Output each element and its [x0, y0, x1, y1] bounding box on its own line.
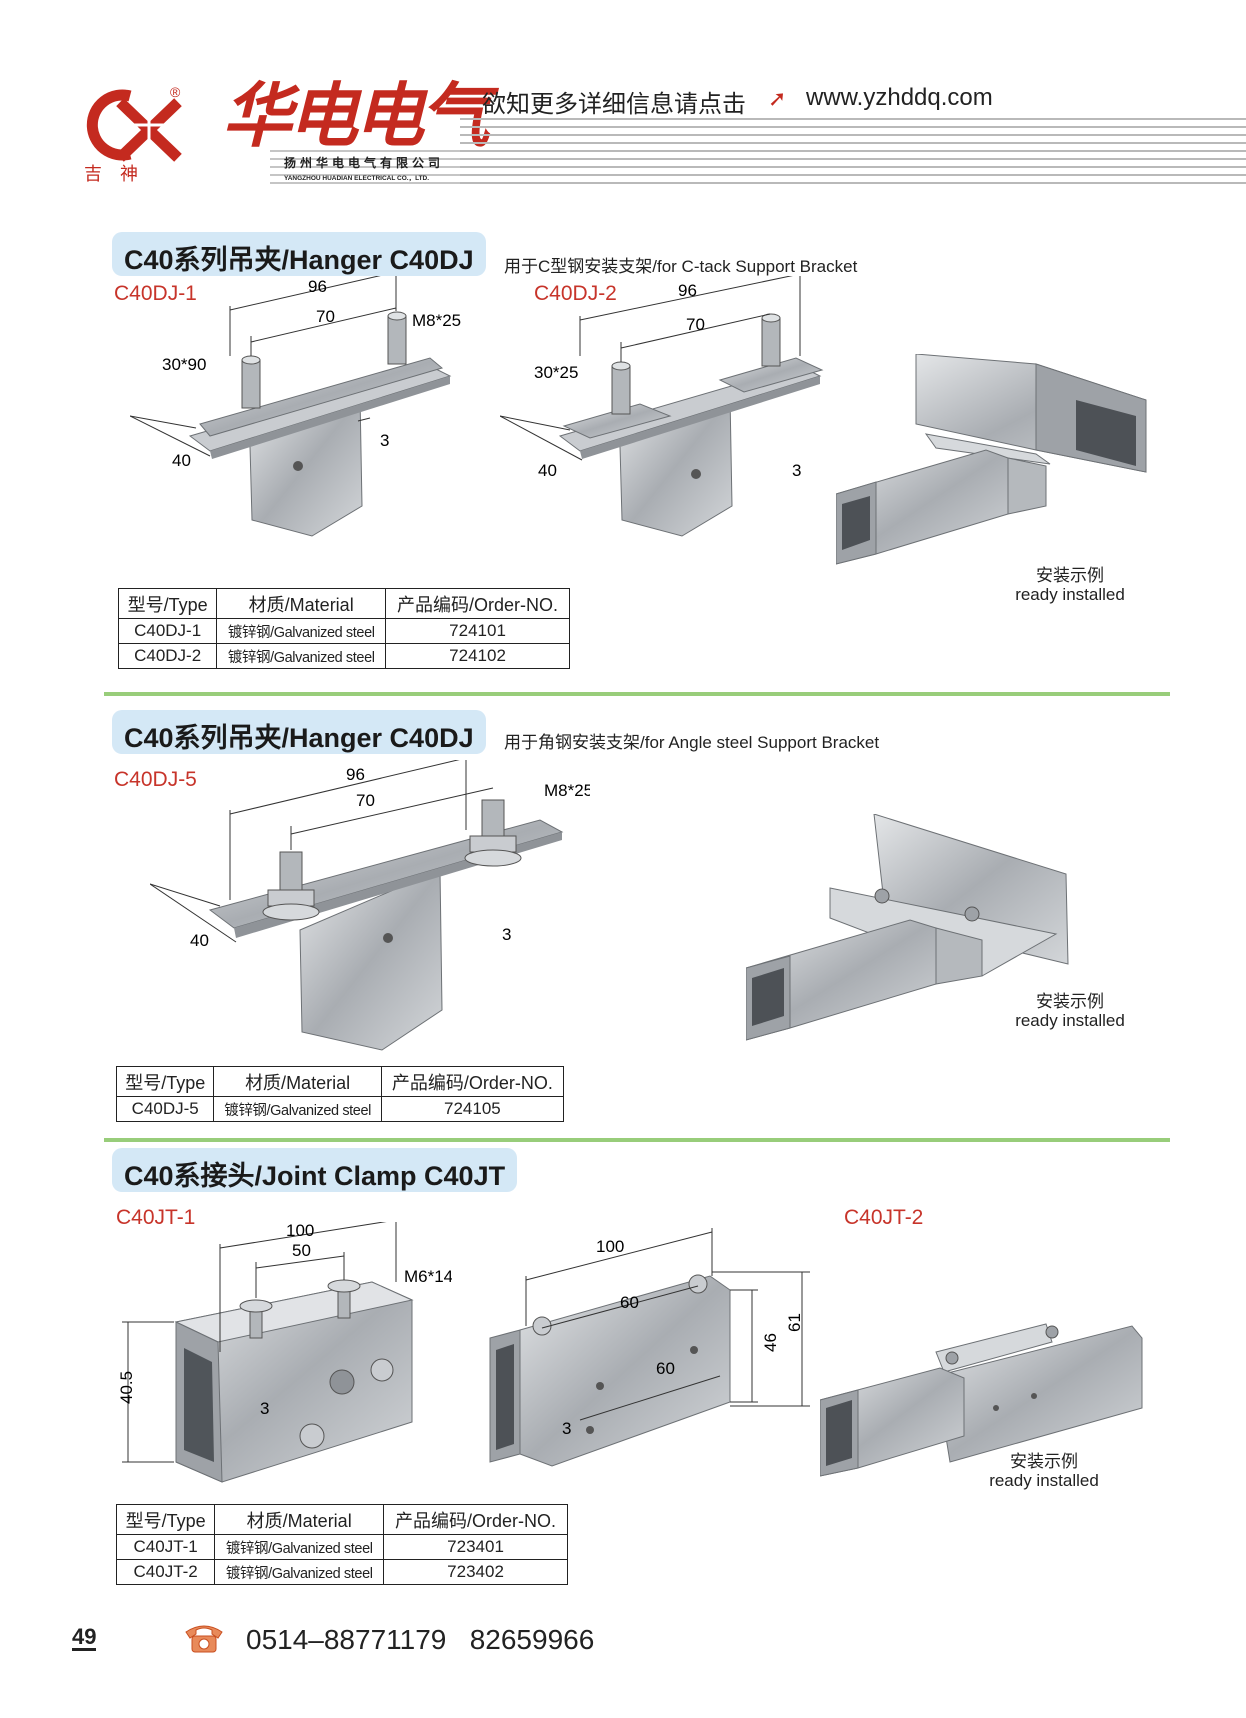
col-order-no: 产品编码/Order-NO. [385, 588, 570, 619]
dim-61: 61 [785, 1313, 804, 1332]
table-row: C40JT-2 镀锌钢/Galvanized steel 723402 [115, 1559, 568, 1585]
website-link[interactable]: www.yzhddq.com [806, 84, 993, 111]
dim-70: 70 [686, 315, 705, 334]
table-header-row: 型号/Type 材质/Material 产品编码/Order-NO. [117, 588, 570, 619]
dim-m8x25: M8*25 [544, 781, 590, 800]
dim-50: 50 [292, 1241, 311, 1260]
table-row: C40DJ-1 镀锌钢/Galvanized steel 724101 [117, 618, 570, 644]
dim-3: 3 [380, 431, 389, 450]
table-header-row: 型号/Type 材质/Material 产品编码/Order-NO. [115, 1066, 565, 1097]
dim-40-5: 40.5 [117, 1371, 136, 1404]
dim-30x25: 30*25 [534, 363, 578, 382]
dim-70: 70 [316, 307, 335, 326]
joint-clamp-c40jt-1-drawing: 100 50 M6*14 40.5 3 [112, 1222, 452, 1492]
hanger-c40dj-1-drawing: 96 70 M8*25 30*90 40 3 [130, 276, 470, 546]
dim-3: 3 [792, 461, 801, 480]
dim-m6x14: M6*14 [404, 1267, 452, 1286]
spec-table-c40jt: 型号/Type 材质/Material 产品编码/Order-NO. C40JT… [115, 1504, 568, 1585]
section-3-title: C40系接头/Joint Clamp C40JT [112, 1148, 518, 1192]
installed-example-image-3 [820, 1298, 1150, 1478]
spec-table-c40dj: 型号/Type 材质/Material 产品编码/Order-NO. C40DJ… [117, 588, 570, 669]
section-1-title: C40系列吊夹/Hanger C40DJ [112, 232, 486, 276]
table-row: C40JT-1 镀锌钢/Galvanized steel 723401 [115, 1534, 568, 1560]
dim-m8x25: M8*25 [412, 311, 461, 330]
registered-mark: ® [170, 84, 181, 100]
dim-96: 96 [308, 277, 327, 296]
installed-caption-2: 安装示例 ready installed [1015, 992, 1125, 1030]
dim-40: 40 [190, 931, 209, 950]
dim-40: 40 [172, 451, 191, 470]
section-divider-2 [104, 1138, 1170, 1142]
phone-1: 0514–88771179 [246, 1624, 447, 1655]
header-info-text: 欲知更多详细信息请点击 [482, 91, 746, 118]
cursor-arrow-icon: ➚ [768, 86, 787, 111]
model-label-c40dj-2: C40DJ-2 [534, 282, 617, 305]
dim-3: 3 [260, 1399, 269, 1418]
joint-clamp-c40jt-2-drawing: 100 60 60 46 61 3 [480, 1226, 820, 1486]
installed-caption-3: 安装示例 ready installed [989, 1452, 1099, 1490]
model-label-c40dj-5: C40DJ-5 [114, 768, 197, 791]
hanger-c40dj-2-drawing: 96 70 30*25 40 3 [500, 276, 840, 546]
model-label-c40jt-2: C40JT-2 [844, 1206, 924, 1229]
dim-30x90: 30*90 [162, 355, 206, 374]
dim-100: 100 [286, 1222, 314, 1240]
col-type: 型号/Type [117, 588, 218, 619]
brand-name: 华电电气 [222, 74, 490, 157]
dim-60-top: 60 [620, 1293, 639, 1312]
dim-100: 100 [596, 1237, 624, 1256]
section-divider-1 [104, 692, 1170, 696]
col-material: 材质/Material [216, 588, 387, 619]
telephone-icon [182, 1620, 226, 1659]
dim-96: 96 [346, 765, 365, 784]
header-stripes [460, 118, 1246, 186]
company-logo-icon [84, 88, 184, 184]
table-row: C40DJ-5 镀锌钢/Galvanized steel 724105 [115, 1096, 565, 1122]
installed-caption-1: 安装示例 ready installed [1015, 566, 1125, 604]
logo-subtitle: 吉神 [84, 164, 156, 185]
installed-example-image-1 [836, 354, 1156, 574]
model-label-c40jt-1: C40JT-1 [116, 1206, 196, 1229]
spec-table-c40dj-5: 型号/Type 材质/Material 产品编码/Order-NO. C40DJ… [115, 1066, 565, 1122]
section-2-title: C40系列吊夹/Hanger C40DJ [112, 710, 486, 754]
dim-60-bottom: 60 [656, 1359, 675, 1378]
company-name-cn: 扬州华电电气有限公司 [284, 156, 445, 170]
phone-numbers: 0514–88771179 82659966 [246, 1624, 594, 1656]
hanger-c40dj-5-drawing: 96 70 M8*25 40 3 [150, 760, 590, 1060]
phone-2: 82659966 [469, 1624, 595, 1655]
dim-3: 3 [502, 925, 511, 944]
section-1-subtitle: 用于C型钢安装支架/for C-tack Support Bracket [504, 257, 858, 276]
table-row: C40DJ-2 镀锌钢/Galvanized steel 724102 [117, 643, 570, 669]
page-number: 49 [72, 1624, 97, 1651]
section-2-subtitle: 用于角钢安装支架/for Angle steel Support Bracket [504, 733, 880, 752]
dim-3: 3 [562, 1419, 571, 1438]
installed-example-image-2 [746, 814, 1076, 1044]
dim-46: 46 [761, 1333, 780, 1352]
model-label-c40dj-1: C40DJ-1 [114, 282, 197, 305]
dim-96: 96 [678, 281, 697, 300]
table-header-row: 型号/Type 材质/Material 产品编码/Order-NO. [115, 1504, 568, 1535]
company-name-en: YANGZHOU HUADIAN ELECTRICAL CO.，LTD. [284, 175, 430, 182]
dim-70: 70 [356, 791, 375, 810]
dim-40: 40 [538, 461, 557, 480]
header-stripes-left [270, 150, 460, 186]
